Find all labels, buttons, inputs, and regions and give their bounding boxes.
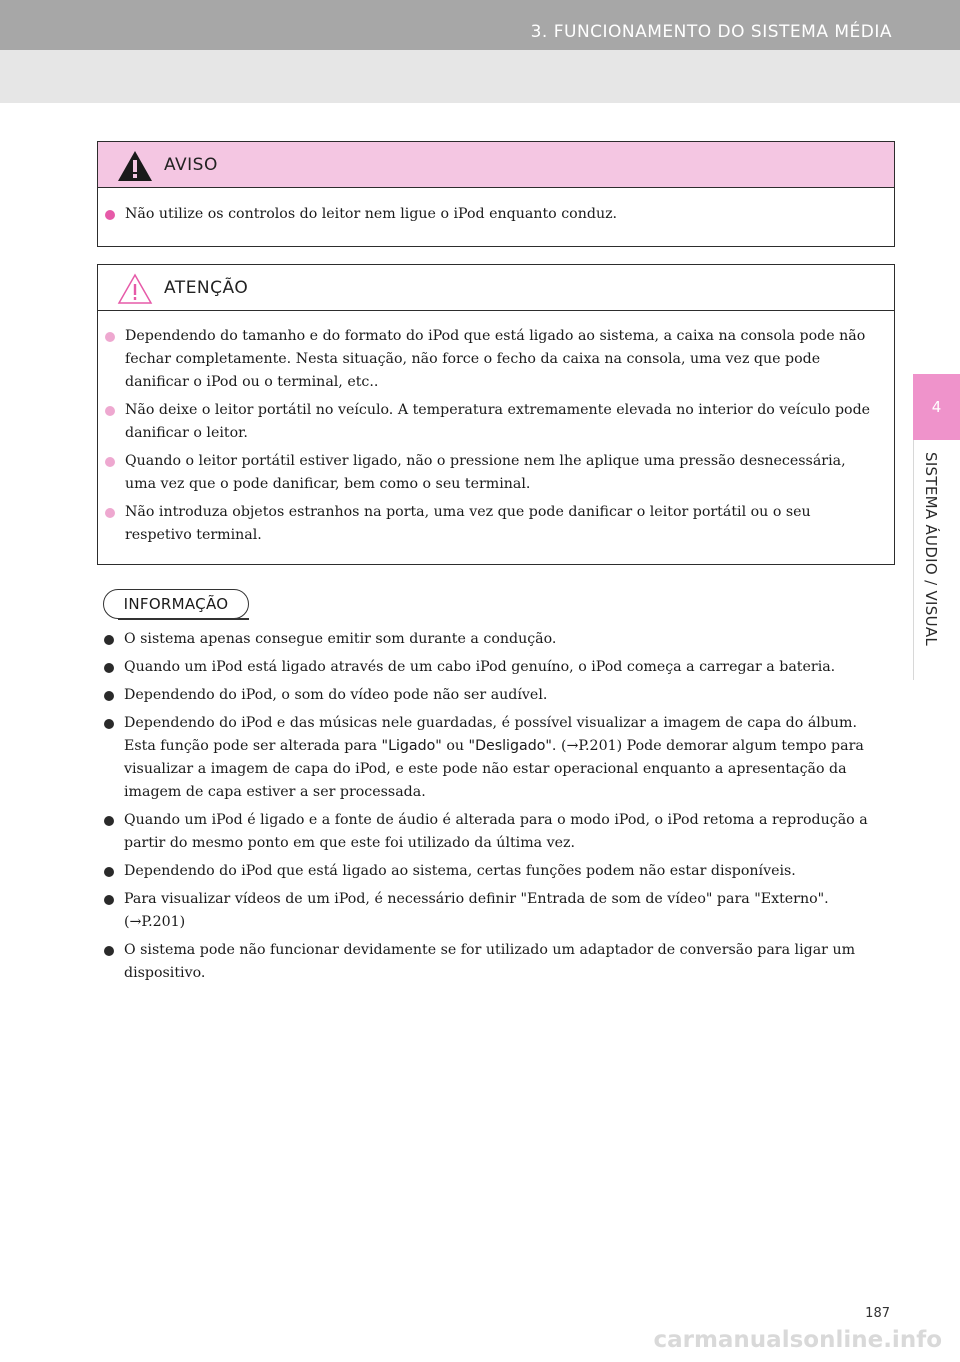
- list-item: Para visualizar vídeos de um iPod, é nec…: [97, 888, 889, 934]
- chapter-tab: 4: [913, 374, 960, 440]
- list-item: Dependendo do iPod, o som do vídeo pode …: [97, 684, 889, 707]
- informacao-body: O sistema apenas consegue emitir som dur…: [97, 628, 889, 990]
- ligado-option: "Ligado": [381, 738, 442, 754]
- aviso-box: AVISO Não utilize os controlos do leitor…: [97, 141, 895, 247]
- list-item: Dependendo do tamanho e do formato do iP…: [98, 325, 882, 394]
- atencao-box: ATENÇÃO Dependendo do tamanho e do forma…: [97, 264, 895, 565]
- warning-icon: [118, 151, 152, 181]
- section-label: SISTEMA ÁUDIO / VISUAL: [922, 452, 940, 647]
- list-item: Quando um iPod está ligado através de um…: [97, 656, 889, 679]
- item-text: ou: [441, 738, 469, 754]
- informacao-label: INFORMAÇÃO: [103, 589, 249, 619]
- chapter-tab-number: 4: [931, 398, 942, 416]
- watermark: carmanualsonline.info: [653, 1327, 942, 1353]
- atencao-title: ATENÇÃO: [164, 278, 249, 298]
- chapter-title: 3. FUNCIONAMENTO DO SISTEMA MÉDIA: [530, 22, 892, 42]
- list-item: Não deixe o leitor portátil no veículo. …: [98, 399, 882, 445]
- list-item: Não utilize os controlos do leitor nem l…: [98, 203, 882, 226]
- informacao-underline: [118, 618, 249, 620]
- atencao-body: Dependendo do tamanho e do formato do iP…: [98, 311, 894, 547]
- caution-icon: [117, 273, 153, 304]
- item-text: . (→P.201) Pode demorar algum tempo para…: [124, 738, 864, 800]
- aviso-header: AVISO: [98, 142, 894, 188]
- page-number: 187: [865, 1306, 890, 1321]
- aviso-title: AVISO: [164, 155, 218, 175]
- header-bar: 3. FUNCIONAMENTO DO SISTEMA MÉDIA: [0, 0, 960, 50]
- informacao-title: INFORMAÇÃO: [123, 595, 229, 613]
- side-divider: [913, 440, 914, 680]
- list-item: O sistema pode não funcionar devidamente…: [97, 939, 889, 985]
- list-item: Quando o leitor portátil estiver ligado,…: [98, 450, 882, 496]
- item-text: Dependendo do iPod e das músicas nele gu…: [124, 715, 857, 754]
- aviso-body: Não utilize os controlos do leitor nem l…: [98, 188, 894, 226]
- desligado-option: "Desligado": [468, 738, 552, 754]
- list-item: Dependendo do iPod que está ligado ao si…: [97, 860, 889, 883]
- list-item: Não introduza objetos estranhos na porta…: [98, 501, 882, 547]
- header-band: [0, 50, 960, 103]
- atencao-header: ATENÇÃO: [98, 265, 894, 311]
- list-item: Quando um iPod é ligado e a fonte de áud…: [97, 809, 889, 855]
- list-item: Dependendo do iPod e das músicas nele gu…: [97, 712, 889, 804]
- list-item: O sistema apenas consegue emitir som dur…: [97, 628, 889, 651]
